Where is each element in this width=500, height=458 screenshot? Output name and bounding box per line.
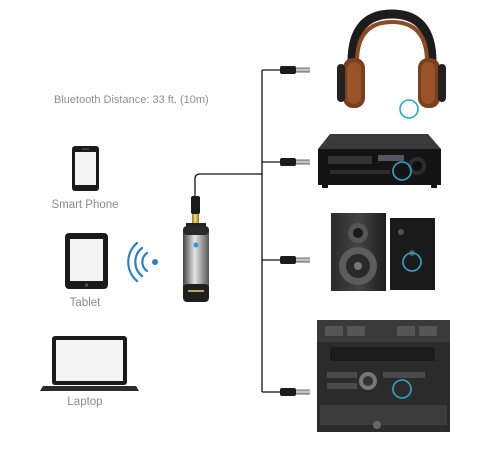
tablet-label: Tablet [69, 297, 101, 309]
bluetooth-distance-text: Bluetooth Distance: 33 ft. (10m) [54, 94, 209, 106]
bluetooth-receiver-device [183, 196, 209, 302]
speakers-icon [331, 213, 435, 291]
car-dashboard-icon [317, 320, 450, 432]
tablet-icon [65, 233, 108, 289]
laptop-icon [40, 336, 139, 391]
laptop-label: Laptop [67, 396, 103, 408]
headphones-icon [337, 9, 446, 119]
smart-phone-label: Smart Phone [51, 199, 119, 211]
audio-plug [280, 388, 310, 396]
av-receiver-icon [318, 134, 441, 188]
bluetooth-signal-icon [127, 241, 158, 283]
audio-plug [280, 256, 310, 264]
audio-plug [280, 66, 310, 74]
smartphone-icon [72, 146, 99, 191]
audio-plug [280, 158, 310, 166]
